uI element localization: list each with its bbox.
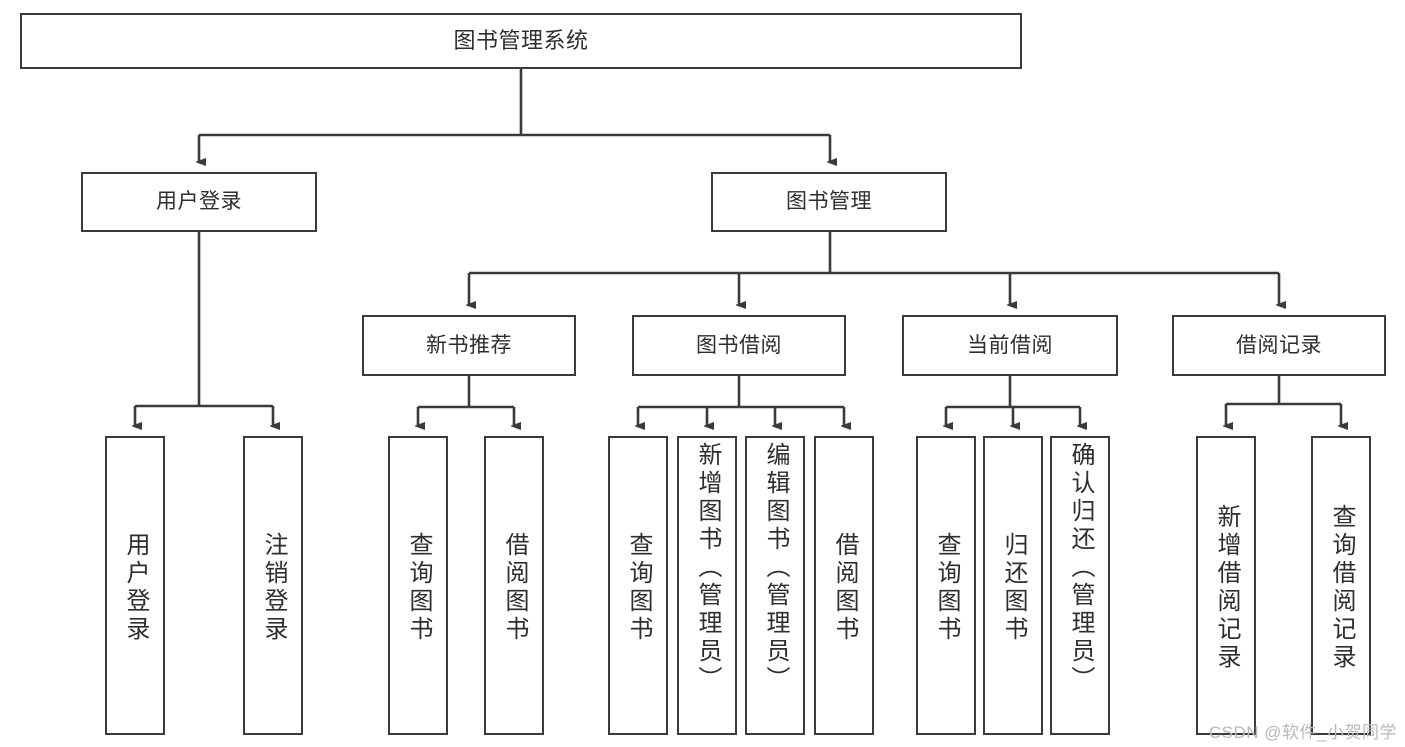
node-leaf-add-record-label: 新增借阅记录 [1213, 503, 1240, 672]
node-book-borrow[interactable]: 图书借阅 [632, 315, 846, 376]
node-leaf-edit-book-label: 编辑图书（管理员） [762, 442, 789, 694]
node-borrow-record[interactable]: 借阅记录 [1172, 315, 1386, 376]
node-book-manage-label: 图书管理 [786, 190, 872, 214]
node-leaf-query-book-rec-label: 查询图书 [405, 531, 432, 644]
node-leaf-borrow-book-rec-label: 借阅图书 [501, 531, 528, 644]
node-root[interactable]: 图书管理系统 [20, 13, 1022, 69]
node-current-borrow-label: 当前借阅 [967, 333, 1053, 357]
node-leaf-user-login-label: 用户登录 [122, 531, 149, 644]
node-new-book-recommend[interactable]: 新书推荐 [362, 315, 576, 376]
node-leaf-query-book-cur[interactable]: 查询图书 [916, 436, 976, 735]
node-leaf-logout-label: 注销登录 [260, 531, 287, 644]
node-leaf-edit-book[interactable]: 编辑图书（管理员） [745, 436, 805, 735]
node-leaf-query-record-label: 查询借阅记录 [1328, 503, 1355, 672]
node-leaf-add-record[interactable]: 新增借阅记录 [1196, 436, 1256, 735]
node-leaf-confirm-return-label: 确认归还（管理员） [1067, 442, 1094, 694]
node-leaf-query-book-borrow[interactable]: 查询图书 [608, 436, 668, 735]
node-leaf-logout[interactable]: 注销登录 [243, 436, 303, 735]
node-book-manage[interactable]: 图书管理 [711, 172, 947, 232]
node-leaf-query-record[interactable]: 查询借阅记录 [1311, 436, 1371, 735]
node-leaf-user-login[interactable]: 用户登录 [105, 436, 165, 735]
node-user-login[interactable]: 用户登录 [81, 172, 317, 232]
node-leaf-borrow-book-label: 借阅图书 [831, 531, 858, 644]
node-leaf-borrow-book[interactable]: 借阅图书 [814, 436, 874, 735]
node-book-borrow-label: 图书借阅 [696, 333, 782, 357]
node-root-label: 图书管理系统 [453, 27, 589, 53]
node-user-login-label: 用户登录 [156, 190, 242, 214]
node-leaf-confirm-return[interactable]: 确认归还（管理员） [1050, 436, 1110, 735]
node-leaf-add-book[interactable]: 新增图书（管理员） [677, 436, 737, 735]
node-leaf-query-book-borrow-label: 查询图书 [625, 531, 652, 644]
node-new-book-recommend-label: 新书推荐 [426, 333, 512, 357]
watermark-text: CSDN @软件_小贺同学 [1208, 723, 1397, 742]
node-leaf-query-book-cur-label: 查询图书 [933, 531, 960, 644]
node-current-borrow[interactable]: 当前借阅 [902, 315, 1118, 376]
node-leaf-return-book-label: 归还图书 [1000, 531, 1027, 644]
node-leaf-return-book[interactable]: 归还图书 [983, 436, 1043, 735]
node-leaf-borrow-book-rec[interactable]: 借阅图书 [484, 436, 544, 735]
node-leaf-query-book-rec[interactable]: 查询图书 [388, 436, 448, 735]
node-borrow-record-label: 借阅记录 [1236, 333, 1322, 357]
node-leaf-add-book-label: 新增图书（管理员） [694, 442, 721, 694]
